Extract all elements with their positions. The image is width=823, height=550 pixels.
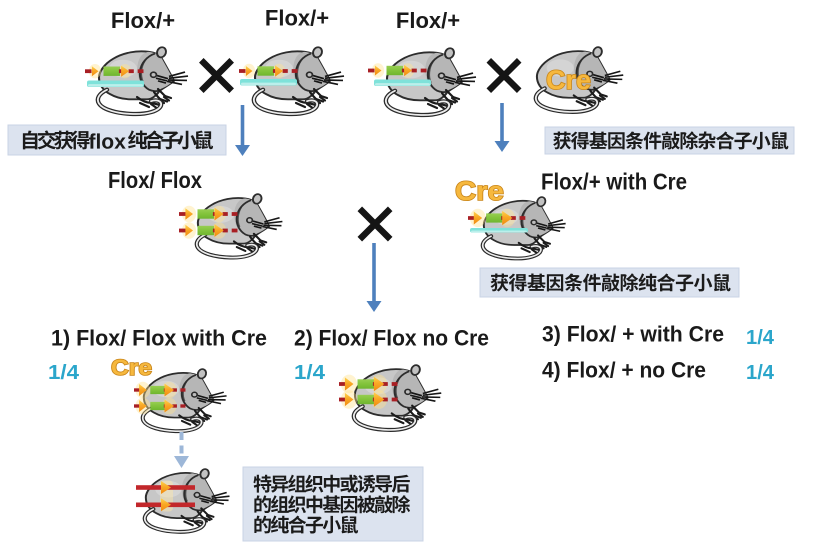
svg-text:Cre: Cre: [455, 176, 504, 206]
svg-text:Flox/+: Flox/+: [265, 6, 329, 31]
svg-text:Cre: Cre: [111, 355, 152, 380]
svg-text:1/4: 1/4: [746, 327, 775, 349]
svg-text:4) Flox/ + no Cre: 4) Flox/ + no Cre: [542, 358, 706, 383]
svg-text:1/4: 1/4: [746, 362, 775, 384]
svg-text:Flox/+: Flox/+: [396, 8, 460, 33]
svg-text:Cre: Cre: [546, 65, 591, 95]
svg-text:2) Flox/ Flox no Cre: 2) Flox/ Flox no Cre: [294, 326, 489, 351]
svg-text:3) Flox/ + with Cre: 3) Flox/ + with Cre: [542, 322, 724, 347]
svg-text:1) Flox/ Flox with Cre: 1) Flox/ Flox with Cre: [51, 326, 267, 351]
svg-text:Flox/+: Flox/+: [111, 8, 175, 33]
svg-text:Flox/ Flox: Flox/ Flox: [108, 167, 202, 193]
svg-text:Flox/+ with Cre: Flox/+ with Cre: [541, 169, 687, 195]
svg-text:1/4: 1/4: [294, 362, 326, 384]
svg-text:1/4: 1/4: [48, 362, 80, 384]
